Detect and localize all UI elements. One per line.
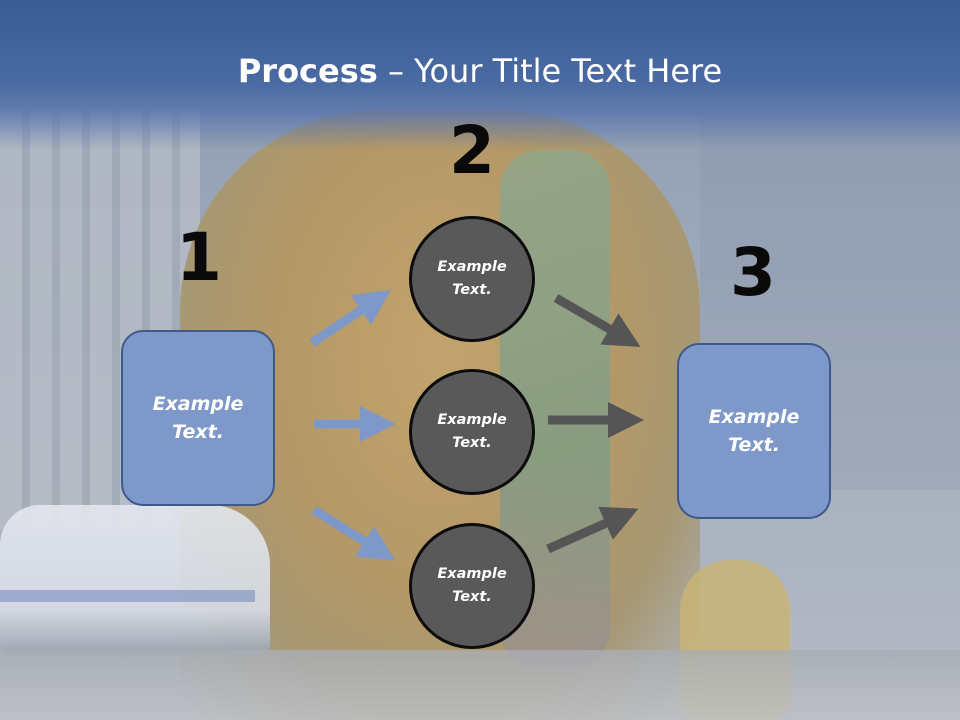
circle-middle[interactable]: Example Text. [409, 369, 535, 495]
background-street [0, 650, 960, 720]
title-band [0, 0, 960, 150]
slide-title: Process – Your Title Text Here [0, 52, 960, 90]
title-rest: – Your Title Text Here [377, 52, 723, 90]
step-number-1: 1 [176, 219, 222, 296]
circle-bottom[interactable]: Example Text. [409, 523, 535, 649]
step-number-3: 3 [730, 234, 776, 311]
background-car-stripe [0, 590, 255, 602]
left-box[interactable]: Example Text. [121, 330, 275, 506]
background-police-car [0, 505, 270, 655]
right-box[interactable]: Example Text. [677, 343, 831, 519]
circle-top[interactable]: Example Text. [409, 216, 535, 342]
step-number-2: 2 [449, 112, 495, 189]
title-bold: Process [237, 52, 378, 90]
